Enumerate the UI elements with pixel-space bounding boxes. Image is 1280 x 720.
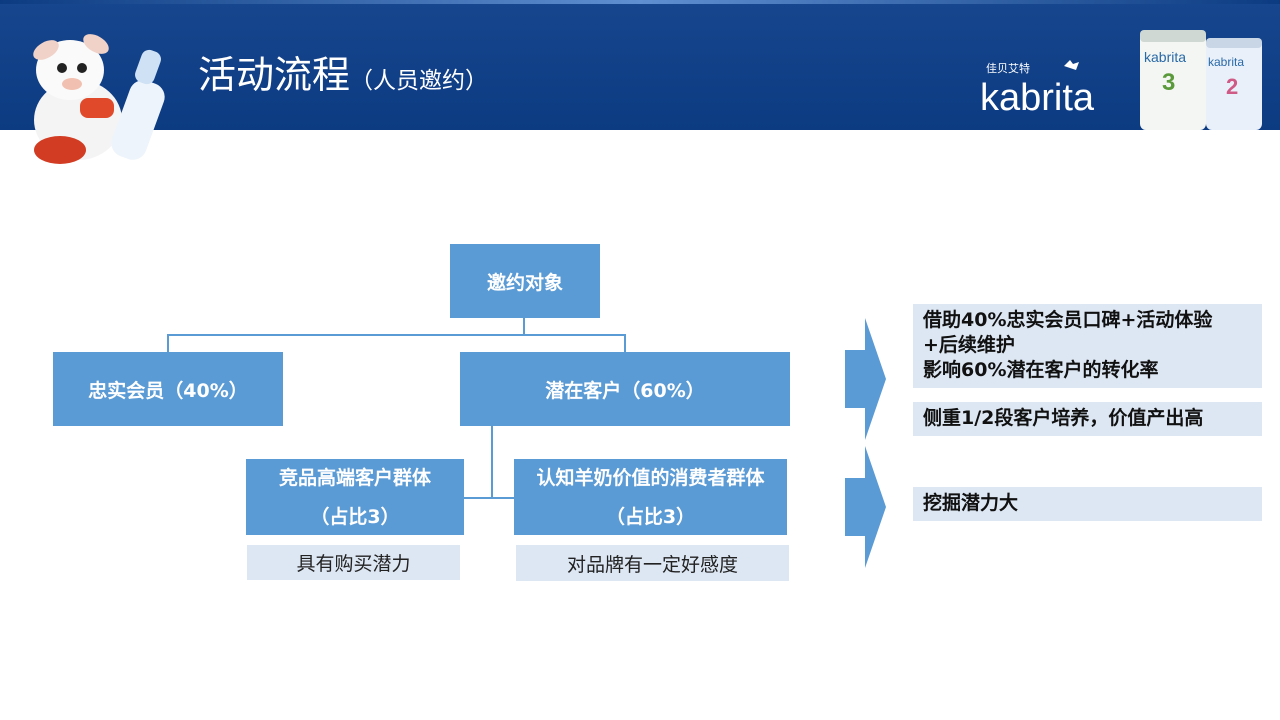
note-line: 影响60%潜在客户的转化率 [923,359,1159,381]
connector-loyal-down [167,334,169,353]
group-b-ratio: （占比3） [605,506,696,528]
can-2-number: 2 [1226,74,1238,99]
group-b-title: 认知羊奶价值的消费者群体 [536,467,765,489]
node-invite-target: 邀约对象 [450,244,600,318]
connector-potential-down [624,334,626,353]
brand-cn-text: 佳贝艾特 [986,61,1030,75]
connector-root-down [523,318,525,335]
note-line: +后续维护 [923,334,1015,356]
arrow-right-icon [845,318,886,440]
title-subtitle: （人员邀约） [350,68,489,94]
connector-group-b [491,497,514,499]
group-a-desc: 具有购买潜力 [247,545,460,580]
connector-horizontal [167,334,626,336]
note-potential: 挖掘潜力大 [913,487,1262,521]
node-potential-customers: 潜在客户（60%） [460,352,790,426]
page-title: 活动流程（人员邀约） [198,50,488,106]
brand-en-text: kabrita [980,77,1095,119]
note-conversion: 借助40%忠实会员口碑+活动体验 +后续维护 影响60%潜在客户的转化率 [913,304,1262,388]
can-1-number: 3 [1162,69,1175,96]
connector-potential-branch [491,426,493,498]
goat-mascot-icon [33,34,165,164]
group-a-ratio: （占比3） [310,506,400,528]
node-loyal-members: 忠实会员（40%） [53,352,283,426]
group-a-title: 竞品高端客户群体 [278,467,431,489]
kabrita-logo: 佳贝艾特 kabrita [980,60,1095,119]
note-value-output: 侧重1/2段客户培养，价值产出高 [913,402,1262,436]
connector-group-a [463,497,493,499]
node-competitor-group: 竞品高端客户群体 （占比3） [246,459,464,535]
group-b-desc: 对品牌有一定好感度 [516,545,789,581]
can-1-label: kabrita [1144,49,1186,65]
goat-logo-icon [1064,60,1079,70]
arrow-right-icon [845,446,886,568]
note-line: 借助40%忠实会员口碑+活动体验 [923,309,1213,331]
can-2-label: kabrita [1208,55,1244,69]
header-top-stripe [0,0,1280,4]
title-main: 活动流程 [198,53,351,97]
product-cans-image: kabrita 3 kabrita 2 [1140,30,1262,130]
node-goat-milk-group: 认知羊奶价值的消费者群体 （占比3） [514,459,787,535]
